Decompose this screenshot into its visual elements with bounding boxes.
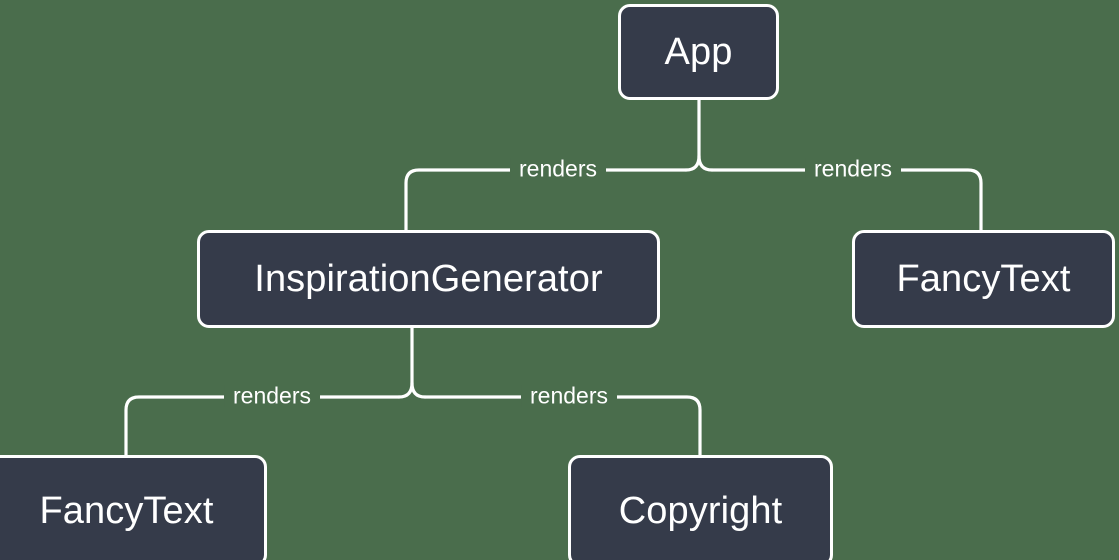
node-app-label: App <box>664 31 733 73</box>
edge-app-to-inspiration <box>404 168 688 232</box>
edge-label-inspiration-to-fancytext: renders <box>224 384 320 408</box>
edge-inspiration-trunk <box>397 326 414 399</box>
node-inspiration-generator[interactable]: InspirationGenerator <box>197 230 660 328</box>
node-fancytext-right[interactable]: FancyText <box>852 230 1115 328</box>
node-fancytext-left-label: FancyText <box>39 490 214 532</box>
edge-inspiration-to-fancytext <box>124 395 401 457</box>
edge-app-trunk-right <box>697 154 714 172</box>
edge-inspiration-to-copyright <box>423 395 702 457</box>
node-fancytext-left[interactable]: FancyText <box>0 455 267 560</box>
edge-app-trunk <box>684 98 701 172</box>
edge-label-inspiration-to-copyright: renders <box>521 384 617 408</box>
node-app[interactable]: App <box>618 4 779 100</box>
edge-inspiration-trunk-right <box>410 381 427 399</box>
node-fancytext-right-label: FancyText <box>896 258 1071 300</box>
node-copyright[interactable]: Copyright <box>568 455 833 560</box>
node-copyright-label: Copyright <box>618 490 783 532</box>
node-inspiration-generator-label: InspirationGenerator <box>254 258 603 300</box>
edge-label-app-to-inspiration: renders <box>510 157 606 181</box>
edge-app-to-fancytext <box>710 168 983 232</box>
edge-label-app-to-fancytext: renders <box>805 157 901 181</box>
